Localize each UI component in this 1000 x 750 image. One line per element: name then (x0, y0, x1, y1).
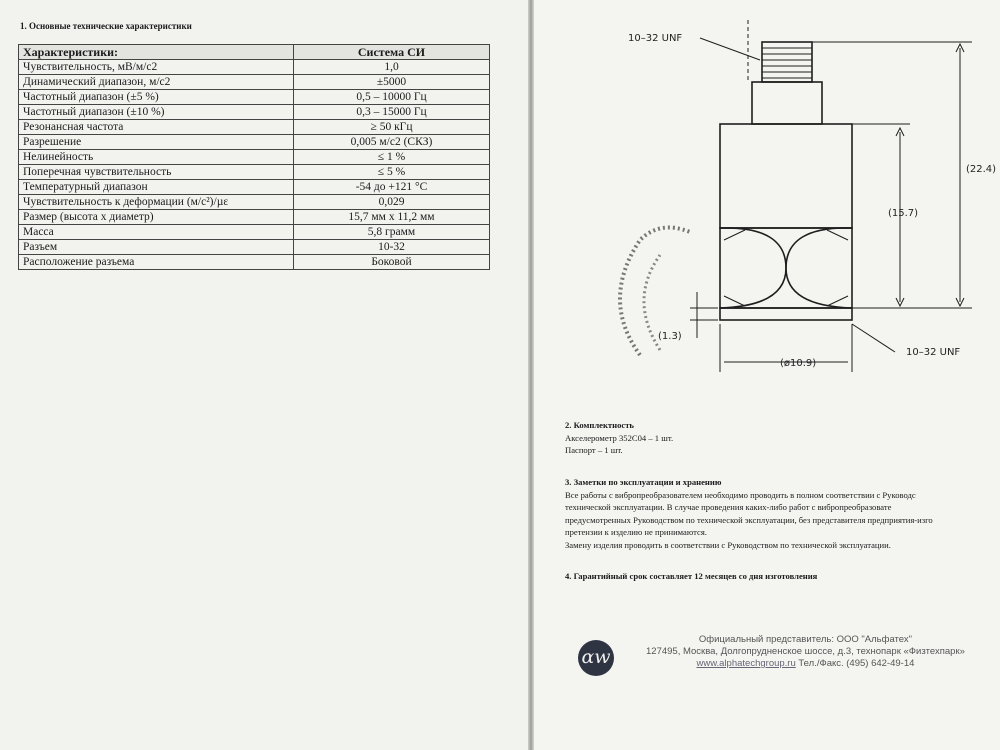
spec-value: ≥ 50 кГц (293, 119, 490, 135)
spec-parameter: Разъем (18, 239, 294, 255)
alphatech-logo: αw (578, 640, 614, 676)
spec-parameter: Чувствительность к деформации (м/с²)/µε (18, 194, 294, 210)
footer-line-3: www.alphatechgroup.ru Тел./Факс. (495) 6… (646, 658, 965, 670)
right-page (534, 0, 1000, 750)
footer-line-1: Официальный представитель: ООО "Альфатех… (698, 634, 912, 645)
spec-parameter: Масса (18, 224, 294, 240)
diameter-label: (ø10.9) (780, 358, 817, 369)
accelerometer-drawing (618, 20, 972, 372)
section-completeness: 2. Комплектность Акселерометр 352С04 – 1… (565, 419, 673, 457)
spec-value: ≤ 1 % (293, 149, 490, 165)
header-characteristics: Характеристики: (18, 44, 294, 60)
specs-table-row: Размер (высота х диаметр)15,7 мм х 11,2 … (18, 209, 490, 225)
specs-table-row: Резонансная частота≥ 50 кГц (18, 119, 490, 135)
note-line: предусмотренных Руководством по техничес… (565, 514, 933, 525)
spec-parameter: Динамический диапазон, м/с2 (18, 74, 294, 90)
spec-value: 10-32 (293, 239, 490, 255)
spec-value: 0,5 – 10000 Гц (293, 89, 490, 105)
footer-contacts: Официальный представитель: ООО "Альфатех… (646, 634, 965, 670)
section-3-title: 3. Заметки по эксплуатации и хранению (565, 477, 722, 487)
note-line: технической эксплуатации. В случае прове… (565, 502, 892, 513)
spec-value: 15,7 мм х 11,2 мм (293, 209, 490, 225)
spec-value: 0,029 (293, 194, 490, 210)
spec-value: -54 до +121 °С (293, 179, 490, 195)
note-line: Замену изделия проводить в соответствии … (565, 539, 891, 550)
section-operation-notes: 3. Заметки по эксплуатации и хранению Вс… (565, 476, 933, 552)
top-thread-label: 10–32 UNF (628, 33, 683, 44)
note-line: претензии к изделию не принимаются. (565, 527, 707, 538)
spec-value: ±5000 (293, 74, 490, 90)
specs-table-header: Характеристики: Система СИ (18, 44, 490, 60)
specs-table: Характеристики: Система СИ Чувствительно… (18, 44, 490, 270)
spec-parameter: Чувствительность, мВ/м/с2 (18, 59, 294, 75)
page-fold (528, 0, 534, 750)
spec-value: 0,3 – 15000 Гц (293, 104, 490, 120)
footer-line-2: 127495, Москва, Долгопрудненское шоссе, … (646, 646, 965, 657)
spec-parameter: Частотный диапазон (±5 %) (18, 89, 294, 105)
specs-table-row: Частотный диапазон (±5 %)0,5 – 10000 Гц (18, 89, 490, 105)
spec-value: 5,8 грамм (293, 224, 490, 240)
specs-table-row: Поперечная чувствительность≤ 5 % (18, 164, 490, 180)
specs-table-row: Частотный диапазон (±10 %)0,3 – 15000 Гц (18, 104, 490, 120)
header-si: Система СИ (293, 44, 490, 60)
height-total-label: (22.4) (966, 164, 997, 175)
spec-value: 1,0 (293, 59, 490, 75)
section-2-title: 2. Комплектность (565, 420, 634, 430)
spec-parameter: Поперечная чувствительность (18, 164, 294, 180)
spec-value: ≤ 5 % (293, 164, 490, 180)
spec-parameter: Размер (высота х диаметр) (18, 209, 294, 225)
bottom-thread-label: 10–32 UNF (906, 347, 961, 358)
spec-parameter: Частотный диапазон (±10 %) (18, 104, 294, 120)
note-line: Все работы с вибропреобразователем необх… (565, 489, 916, 500)
logo-text: αw (581, 646, 611, 668)
spec-parameter: Нелинейность (18, 149, 294, 165)
section-title-specs: 1. Основные технические характеристики (20, 21, 192, 31)
footer-phone: Тел./Факс. (495) 642-49-14 (798, 658, 915, 669)
spec-parameter: Резонансная частота (18, 119, 294, 135)
height-body-label: (15.7) (888, 208, 919, 219)
specs-table-row: Нелинейность≤ 1 % (18, 149, 490, 165)
spec-value: 0,005 м/с2 (СКЗ) (293, 134, 490, 150)
spec-parameter: Температурный диапазон (18, 179, 294, 195)
completeness-item: Паспорт – 1 шт. (565, 445, 623, 456)
specs-table-row: Температурный диапазон-54 до +121 °С (18, 179, 490, 195)
completeness-item: Акселерометр 352С04 – 1 шт. (565, 432, 674, 443)
base-height-label: (1.3) (658, 331, 682, 342)
spec-parameter: Расположение разъема (18, 254, 294, 270)
spec-parameter: Разрешение (18, 134, 294, 150)
spec-value: Боковой (293, 254, 490, 270)
website-link[interactable]: www.alphatechgroup.ru (696, 658, 796, 669)
specs-table-row: Динамический диапазон, м/с2±5000 (18, 74, 490, 90)
section-4-warranty: 4. Гарантийный срок составляет 12 месяце… (565, 571, 818, 581)
